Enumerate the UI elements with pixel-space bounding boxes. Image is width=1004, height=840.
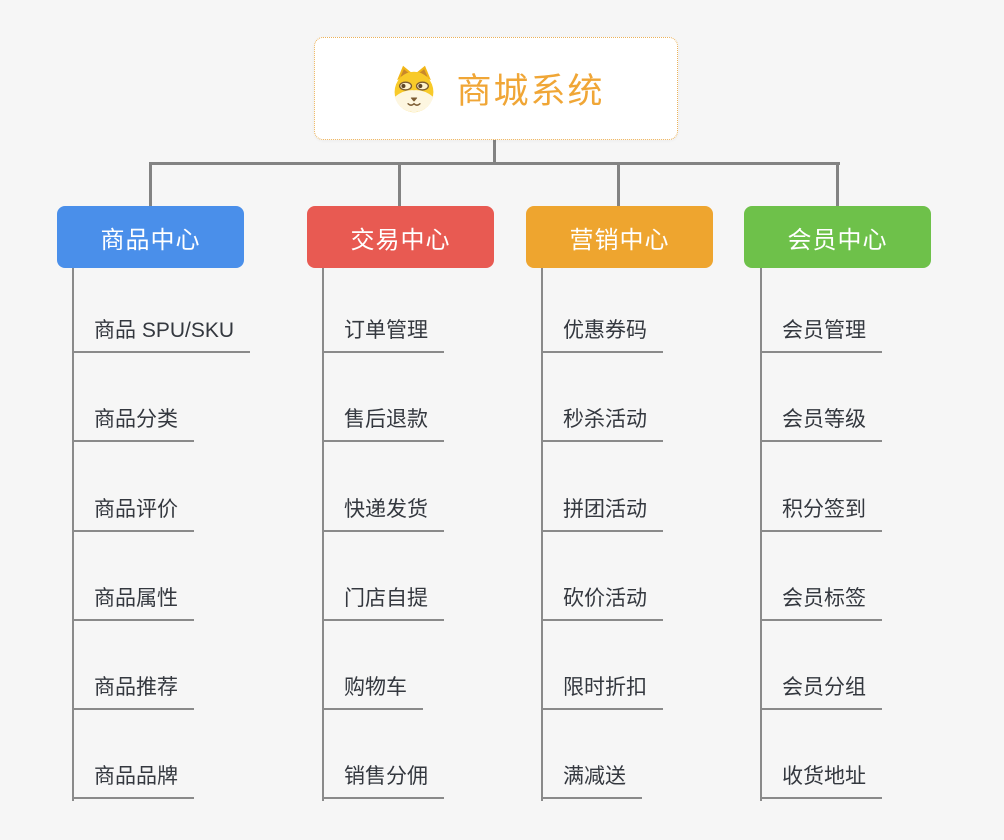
root-title: 商城系统 [456, 72, 605, 111]
leaf-item[interactable]: 收货地址 [760, 761, 882, 799]
leaf-item[interactable]: 售后退款 [322, 404, 444, 442]
branch-node-member-center[interactable]: 会员中心 [744, 206, 931, 268]
leaf-item[interactable]: 销售分佣 [322, 761, 444, 799]
leaf-item[interactable]: 会员等级 [760, 404, 882, 442]
leaf-item[interactable]: 会员标签 [760, 583, 882, 621]
leaf-item[interactable]: 商品分类 [72, 404, 194, 442]
connector-drop-trade-center [398, 162, 401, 207]
leaf-item[interactable]: 拼团活动 [541, 494, 663, 532]
connector-trunk-marketing-center [541, 268, 543, 801]
leaf-item[interactable]: 限时折扣 [541, 672, 663, 710]
branch-label: 会员中心 [787, 226, 888, 254]
connector-trunk-product-center [72, 268, 74, 801]
leaf-item[interactable]: 快递发货 [322, 494, 444, 532]
leaf-item[interactable]: 商品 SPU/SKU [72, 315, 251, 353]
root-node[interactable]: 商城系统 [314, 37, 678, 140]
connector-drop-product-center [149, 162, 152, 207]
leaf-item[interactable]: 购物车 [322, 672, 423, 710]
connector-drop-member-center [836, 162, 839, 207]
leaf-item[interactable]: 商品推荐 [72, 672, 194, 710]
connector-trunk-member-center [760, 268, 762, 801]
branch-label: 营销中心 [569, 226, 670, 254]
leaf-item[interactable]: 商品属性 [72, 583, 194, 621]
branch-node-trade-center[interactable]: 交易中心 [307, 206, 494, 268]
leaf-item[interactable]: 秒杀活动 [541, 404, 663, 442]
leaf-item[interactable]: 门店自提 [322, 583, 444, 621]
connector-root-trunk [493, 140, 496, 165]
leaf-item[interactable]: 会员管理 [760, 315, 882, 353]
leaf-item[interactable]: 优惠券码 [541, 315, 663, 353]
leaf-item[interactable]: 订单管理 [322, 315, 444, 353]
connector-drop-marketing-center [617, 162, 620, 207]
leaf-item[interactable]: 商品评价 [72, 494, 194, 532]
branch-label: 交易中心 [350, 226, 451, 254]
leaf-item[interactable]: 积分签到 [760, 494, 882, 532]
connector-trunk-trade-center [322, 268, 324, 801]
leaf-item[interactable]: 满减送 [541, 761, 642, 799]
leaf-item[interactable]: 商品品牌 [72, 761, 194, 799]
connector-rail [149, 162, 840, 165]
leaf-item[interactable]: 砍价活动 [541, 583, 663, 621]
branch-node-marketing-center[interactable]: 营销中心 [526, 206, 713, 268]
leaf-item[interactable]: 会员分组 [760, 672, 882, 710]
branch-label: 商品中心 [100, 226, 201, 254]
shiba-dog-icon [387, 64, 441, 114]
branch-node-product-center[interactable]: 商品中心 [57, 206, 244, 268]
